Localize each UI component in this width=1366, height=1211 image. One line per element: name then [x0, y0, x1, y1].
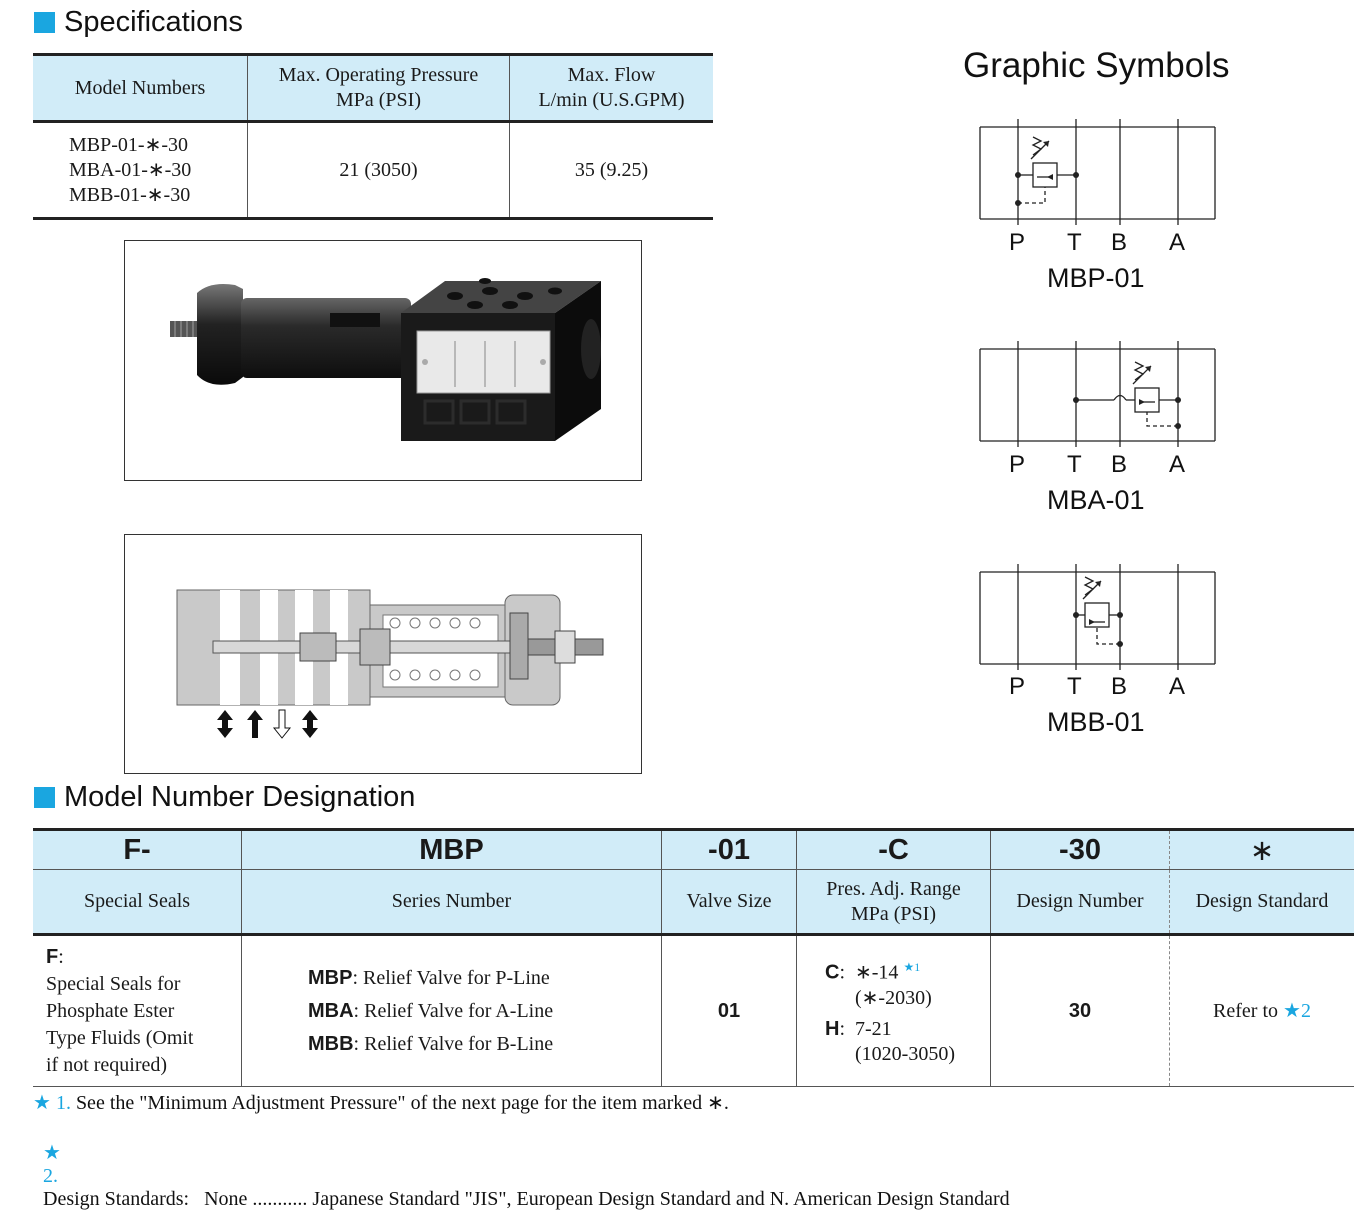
- pressure-range-detail: C: ∗-14 ★1 (∗-2030) H: 7-21 (1020-3050): [796, 934, 991, 1087]
- list-item: MBP: Relief Valve for P-Line: [308, 966, 550, 989]
- star-note-icon: ★: [43, 1142, 61, 1164]
- port-label-t: T: [1067, 451, 1082, 478]
- model-designation-table: F- MBP -01 -C -30 ∗ Special Seals Series…: [33, 828, 1354, 1087]
- label-valve-size: Valve Size: [661, 869, 797, 936]
- product-photo: [124, 240, 642, 481]
- code-valve-size: -01: [661, 829, 797, 870]
- code-series: MBP: [241, 829, 662, 870]
- series-detail: MBP: Relief Valve for P-Line MBA: Relief…: [241, 934, 662, 1087]
- port-label-t: T: [1067, 229, 1082, 256]
- port-label-p: P: [1009, 229, 1026, 256]
- code-seals: F-: [33, 829, 242, 870]
- seals-detail: F: Special Seals for Phosphate Ester Typ…: [33, 934, 242, 1087]
- label-series-number: Series Number: [241, 869, 662, 936]
- port-label-p: P: [1009, 451, 1026, 478]
- port-label-b: B: [1111, 451, 1128, 478]
- star-note-icon: ★: [33, 1092, 51, 1114]
- col-max-pressure: Max. Operating Pressure MPa (PSI): [247, 54, 510, 122]
- label-pressure-range: Pres. Adj. Range MPa (PSI): [796, 869, 991, 936]
- pressure-cell: 21 (3050): [247, 121, 510, 219]
- code-design-standard: ∗: [1169, 829, 1354, 870]
- symbol-mba-01: [979, 341, 1216, 447]
- label-design-number: Design Number: [990, 869, 1170, 936]
- port-label-b: B: [1111, 229, 1128, 256]
- cross-section-illustration: [176, 589, 604, 739]
- port-label-b: B: [1111, 673, 1128, 700]
- table-row: MBP-01-∗-30 MBA-01-∗-30 MBB-01-∗-30 21 (…: [33, 121, 713, 219]
- valve-photo-illustration: [170, 278, 601, 441]
- symbol-name-mbp-01: MBP-01: [1047, 263, 1145, 293]
- detail-row: F: Special Seals for Phosphate Ester Typ…: [33, 934, 1354, 1087]
- label-special-seals: Special Seals: [33, 869, 242, 936]
- cross-section-drawing: [124, 534, 642, 774]
- specifications-heading: Specifications: [34, 6, 243, 39]
- port-label-a: A: [1169, 673, 1186, 700]
- port-label-p: P: [1009, 673, 1026, 700]
- symbol-mbb-01: [979, 564, 1216, 670]
- specifications-table: Model Numbers Max. Operating Pressure MP…: [33, 53, 713, 220]
- port-label-t: T: [1067, 673, 1082, 700]
- code-pressure-range: -C: [796, 829, 991, 870]
- graphic-symbols-title: Graphic Symbols: [963, 46, 1230, 85]
- port-label-a: A: [1169, 229, 1186, 256]
- design-standard-detail: Refer to ★2: [1169, 934, 1354, 1087]
- code-design-number: -30: [990, 829, 1170, 870]
- label-design-standard: Design Standard: [1169, 869, 1354, 936]
- section-square-icon: [34, 787, 55, 808]
- section-square-icon: [34, 12, 55, 33]
- footnote-2: ★ 2. Design Standards: None ........... …: [43, 1142, 1010, 1210]
- footnote-1: ★ 1. See the "Minimum Adjustment Pressur…: [33, 1092, 729, 1114]
- label-row: Special Seals Series Number Valve Size P…: [33, 869, 1354, 936]
- symbol-name-mbb-01: MBB-01: [1047, 707, 1145, 737]
- model-numbers-cell: MBP-01-∗-30 MBA-01-∗-30 MBB-01-∗-30: [69, 133, 192, 206]
- list-item: MBB: Relief Valve for B-Line: [308, 1032, 554, 1055]
- valve-size-value: 01: [661, 934, 797, 1087]
- port-label-a: A: [1169, 451, 1186, 478]
- list-item: MBA: Relief Valve for A-Line: [308, 999, 554, 1022]
- star-note-icon: ★: [1283, 999, 1301, 1022]
- design-number-value: 30: [990, 934, 1170, 1087]
- col-model-numbers: Model Numbers: [33, 54, 248, 122]
- symbol-mbp-01: [979, 119, 1216, 225]
- code-row: F- MBP -01 -C -30 ∗: [33, 829, 1354, 870]
- col-max-flow: Max. Flow L/min (U.S.GPM): [509, 54, 713, 122]
- symbol-name-mba-01: MBA-01: [1047, 485, 1145, 515]
- model-designation-heading: Model Number Designation: [34, 781, 415, 814]
- flow-cell: 35 (9.25): [509, 121, 713, 219]
